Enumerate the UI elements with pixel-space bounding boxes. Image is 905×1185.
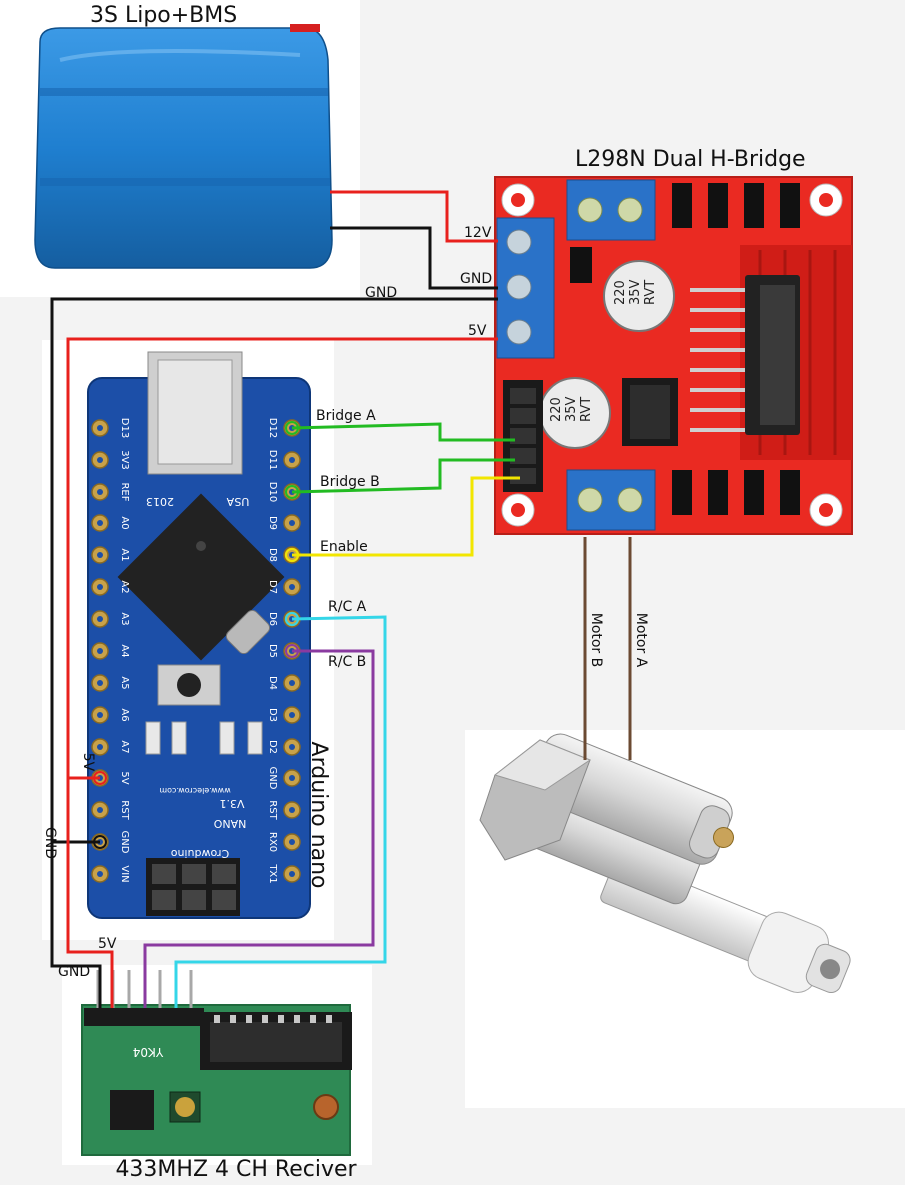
svg-text:RST: RST (267, 800, 278, 820)
battery (34, 24, 333, 269)
svg-text:A7: A7 (119, 740, 130, 753)
svg-text:A2: A2 (119, 580, 130, 593)
label-motor-a: Motor A (633, 613, 649, 668)
svg-text:D8: D8 (267, 548, 278, 562)
svg-text:A1: A1 (119, 548, 130, 561)
svg-text:35V: 35V (628, 279, 643, 305)
nano-site-label: www.elecrow.com (159, 786, 231, 795)
label-gnd-top: GND (365, 285, 397, 301)
receiver-board: YK04 (81, 970, 352, 1156)
wire-battery-12v (330, 190, 498, 243)
wire-rc-b (143, 649, 375, 1008)
logic-header (503, 380, 543, 492)
nano-name-label: NANO (213, 817, 246, 830)
label-motor-b: Motor B (588, 613, 604, 668)
label-gnd-bridge: GND (460, 271, 492, 287)
crystal (225, 609, 271, 655)
capacitor-1: 220 35V RVT (603, 260, 675, 332)
svg-text:A6: A6 (119, 708, 130, 721)
jumper (570, 247, 592, 283)
label-bridge-b: Bridge B (320, 474, 380, 490)
linear-actuator (479, 733, 851, 994)
nano-year-label: 2013 (146, 495, 174, 508)
label-5v-nano: 5V (80, 753, 96, 772)
diodes (672, 183, 800, 515)
terminal-out-top (566, 179, 656, 241)
svg-text:TX1: TX1 (267, 863, 278, 883)
receiver-model-label: YK04 (133, 1045, 164, 1059)
label-12v: 12V (464, 225, 492, 241)
svg-text:3V3: 3V3 (119, 450, 130, 470)
arduino-nano: D12 D11 D10 D9 D8 D7 D6 D5 D4 D3 D2 GND … (87, 351, 311, 919)
label-rc-b: R/C B (328, 654, 366, 670)
svg-text:D3: D3 (267, 708, 278, 722)
label-gnd-recv: GND (58, 964, 90, 980)
receiver-chip-small (110, 1090, 154, 1130)
svg-text:D9: D9 (267, 516, 278, 530)
svg-text:5V: 5V (119, 771, 130, 784)
terminal-out-bottom (566, 469, 656, 531)
receiver-title: 433MHZ 4 CH Reciver (115, 1157, 357, 1182)
wire-rc-a (174, 615, 387, 1008)
label-rc-a: R/C A (328, 599, 367, 615)
svg-text:VIN: VIN (119, 865, 130, 882)
svg-text:D10: D10 (267, 482, 278, 502)
svg-text:D7: D7 (267, 580, 278, 594)
svg-text:D4: D4 (267, 676, 278, 690)
svg-text:D5: D5 (267, 644, 278, 658)
svg-text:RVT: RVT (579, 397, 594, 422)
arduino-title: Arduino nano (306, 742, 331, 889)
svg-text:D13: D13 (119, 418, 130, 438)
svg-text:A0: A0 (119, 516, 130, 529)
l298n-board: 220 35V RVT 220 35V RVT (494, 176, 853, 535)
nano-usa-label: USA (226, 495, 249, 508)
status-leds (145, 721, 263, 755)
svg-text:A5: A5 (119, 676, 130, 689)
label-5v-recv: 5V (98, 936, 117, 952)
nano-pads (91, 419, 301, 883)
svg-text:REF: REF (119, 482, 130, 501)
svg-text:220: 220 (613, 280, 628, 305)
nano-pin-labels-left: D12 D11 D10 D9 D8 D7 D6 D5 D4 D3 D2 GND … (267, 418, 278, 884)
svg-text:35V: 35V (564, 396, 579, 422)
label-bridge-a: Bridge A (316, 408, 376, 424)
wire-enable (292, 476, 520, 557)
power-terminal (496, 217, 555, 359)
nano-pin-labels-right: D13 3V3 REF A0 A1 A2 A3 A4 A5 A6 A7 5V R… (119, 418, 130, 883)
capacitor-2: 220 35V RVT (539, 377, 611, 449)
svg-text:GND: GND (267, 767, 278, 790)
svg-text:GND: GND (119, 831, 130, 854)
nano-version-label: V3.1 (219, 797, 244, 810)
label-gnd-nano: GND (42, 827, 58, 859)
svg-text:RVT: RVT (643, 280, 658, 305)
battery-title: 3S Lipo+BMS (90, 3, 237, 28)
hbridge-title: L298N Dual H-Bridge (575, 147, 806, 172)
wire-5v-rail (66, 337, 498, 1008)
wire-bridge-b (291, 458, 515, 494)
wire-gnd-rail (50, 297, 498, 1008)
wire-bridge-a (291, 422, 515, 442)
label-enable: Enable (320, 539, 368, 555)
svg-text:RST: RST (119, 800, 130, 820)
receiver-coil (313, 1094, 339, 1120)
label-5v-bridge: 5V (468, 323, 487, 339)
nano-brand-label: Crowduino (171, 847, 230, 860)
icsp-header (146, 858, 240, 916)
svg-text:D12: D12 (267, 418, 278, 438)
svg-text:A3: A3 (119, 612, 130, 625)
svg-text:RX0: RX0 (267, 832, 278, 852)
svg-text:220: 220 (549, 397, 564, 422)
wire-battery-gnd (330, 226, 498, 290)
svg-text:D2: D2 (267, 740, 278, 754)
svg-text:A4: A4 (119, 644, 130, 657)
reset-button (157, 664, 221, 706)
receiver-header (84, 1008, 204, 1026)
svg-text:D6: D6 (267, 612, 278, 626)
svg-text:D11: D11 (267, 450, 278, 470)
